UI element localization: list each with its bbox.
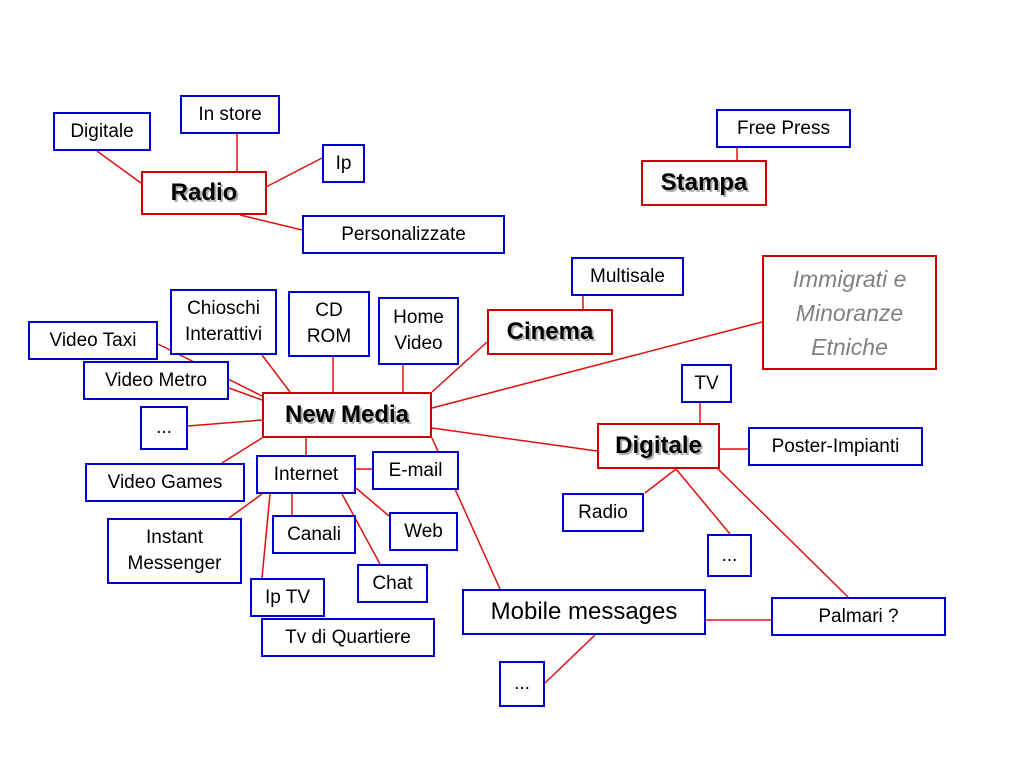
node-personalizzate: Personalizzate [302,215,505,254]
connector-line-20 [717,468,849,598]
node-immigrati: Immigrati e Minoranze Etniche [762,255,937,370]
node-email: E-mail [372,451,459,490]
connector-line-29 [261,493,271,579]
connector-line-2 [261,157,323,190]
node-web: Web [389,512,458,551]
node-tv-quartiere: Tv di Quartiere [261,618,435,657]
node-ellipsis-digitale: ... [707,534,752,577]
connector-line-18 [644,468,677,494]
node-chat: Chat [357,564,428,603]
connector-line-13 [187,419,263,427]
node-ellipsis-left: ... [140,406,188,450]
node-video-taxi: Video Taxi [28,321,158,360]
node-video-games: Video Games [85,463,245,502]
node-ellipsis-mobile: ... [499,661,545,707]
node-video-metro: Video Metro [83,361,229,400]
node-instant-messenger: Instant Messenger [107,518,242,584]
connector-line-3 [239,214,303,231]
connector-line-14 [221,437,263,464]
node-chioschi: Chioschi Interattivi [170,289,277,355]
connector-line-27 [355,487,390,517]
connector-line-7 [431,341,488,393]
node-multisale: Multisale [571,257,684,296]
connector-line-12 [228,387,263,401]
node-poster-impianti: Poster-Impianti [748,427,923,466]
connector-line-1 [96,150,142,184]
node-internet: Internet [256,455,356,494]
node-home-video: Home Video [378,297,459,365]
node-ip: Ip [322,144,365,183]
node-canali: Canali [272,515,356,554]
node-digitale: Digitale [597,423,720,469]
node-tv: TV [681,364,732,403]
node-cinema: Cinema [487,309,613,355]
node-radio-small: Radio [562,493,644,532]
node-stampa: Stampa [641,160,767,206]
connector-line-25 [228,493,263,519]
node-new-media: New Media [262,392,432,438]
node-mobile-messages: Mobile messages [462,589,706,635]
connector-line-15 [431,427,598,452]
connector-line-6 [431,321,763,409]
node-in-store: In store [180,95,280,134]
node-digitale-radio: Digitale [53,112,151,151]
node-radio: Radio [141,171,267,215]
connector-line-8 [261,354,291,393]
node-ip-tv: Ip TV [250,578,325,617]
node-cd-rom: CD ROM [288,291,370,357]
connector-line-19 [675,468,731,535]
connector-line-30 [544,634,596,684]
node-free-press: Free Press [716,109,851,148]
node-palmari: Palmari ? [771,597,946,636]
connector-line-28 [341,493,381,565]
